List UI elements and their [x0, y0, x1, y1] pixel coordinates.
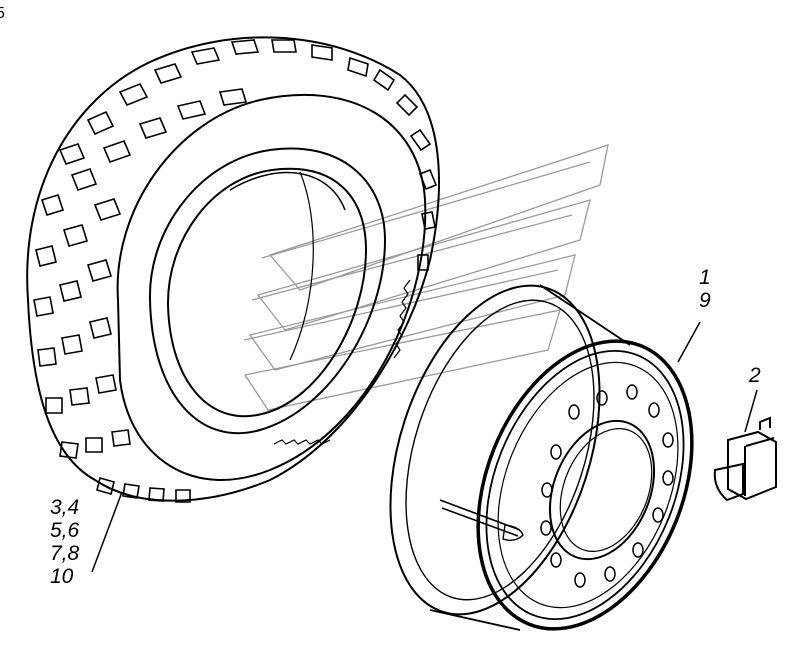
- callout-2: 2: [749, 364, 761, 387]
- callout-9: 9: [699, 289, 711, 312]
- callout-5-6: 5,6: [50, 519, 80, 542]
- leader-lines: [91, 321, 758, 573]
- rim-callout: 1 9: [699, 266, 711, 312]
- wheel-rim: [389, 284, 694, 631]
- callout-3-4: 3,4: [50, 496, 80, 519]
- clip-callout: 2: [749, 364, 761, 387]
- callout-7-8: 7,8: [50, 542, 80, 565]
- callout-10: 10: [50, 565, 74, 588]
- balance-clip: [713, 416, 777, 502]
- tire-callout: 3,4 5,6 7,8 10: [50, 496, 79, 588]
- tire: [26, 36, 440, 503]
- callout-1: 1: [699, 266, 711, 289]
- corner-mark: 5: [0, 5, 5, 22]
